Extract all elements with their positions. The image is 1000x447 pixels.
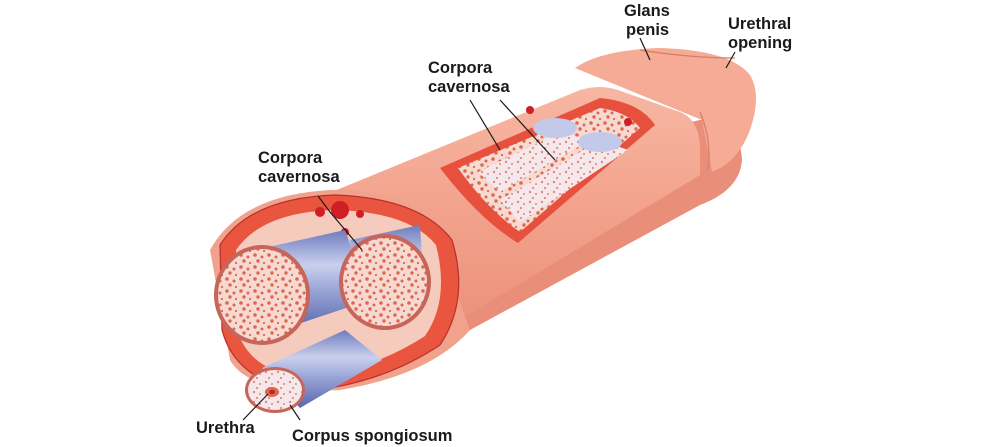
leader-glans [639,37,651,61]
urethra-core [269,389,275,395]
cavernosum-right-face [343,238,427,326]
leader-corpus-spongiosum [289,404,301,421]
label-corpora-cavernosa-left-2: cavernosa [258,168,340,186]
leader-cavernosa-top-1 [469,99,501,151]
dorsal-vessel [331,201,349,219]
label-urethra: Urethra [196,419,256,437]
label-corpora-cavernosa-top-1: Corpora [428,59,493,77]
leader-cavernosa-left [317,195,353,239]
vessel-dot [526,106,534,114]
glans-shape [575,48,756,172]
longitudinal-cutaway [440,98,655,243]
vessel-dot [624,118,632,126]
dorsal-vessel [356,210,364,218]
leader-urethral-opening [725,51,736,69]
cavernosa-end-2 [578,132,622,152]
leader-urethra [242,393,269,421]
leader-lines [242,37,736,421]
glans-penis [575,48,756,172]
cavernosa-end-1 [533,118,577,138]
cavernosum-left-face [218,249,306,341]
label-glans-penis-1: Glans [624,2,670,20]
corona-edge [699,111,710,171]
glans-crease [639,49,736,59]
leader-cavernosa-left-2 [351,237,363,251]
label-urethral-opening-2: opening [728,34,792,52]
label-urethral-opening-1: Urethral [728,15,791,33]
label-glans-penis-2: penis [626,21,669,39]
dorsal-vessel [315,207,325,217]
label-corpora-cavernosa-left-1: Corpora [258,149,323,167]
leader-cavernosa-top-2 [499,99,556,161]
cavernosa-long-1 [478,132,590,192]
labels: Corpora cavernosa Corpora cavernosa Glan… [196,2,792,445]
label-corpus-spongiosum: Corpus spongiosum [292,427,452,445]
cavernosa-long-2 [500,140,628,222]
label-corpora-cavernosa-top-2: cavernosa [428,78,510,96]
